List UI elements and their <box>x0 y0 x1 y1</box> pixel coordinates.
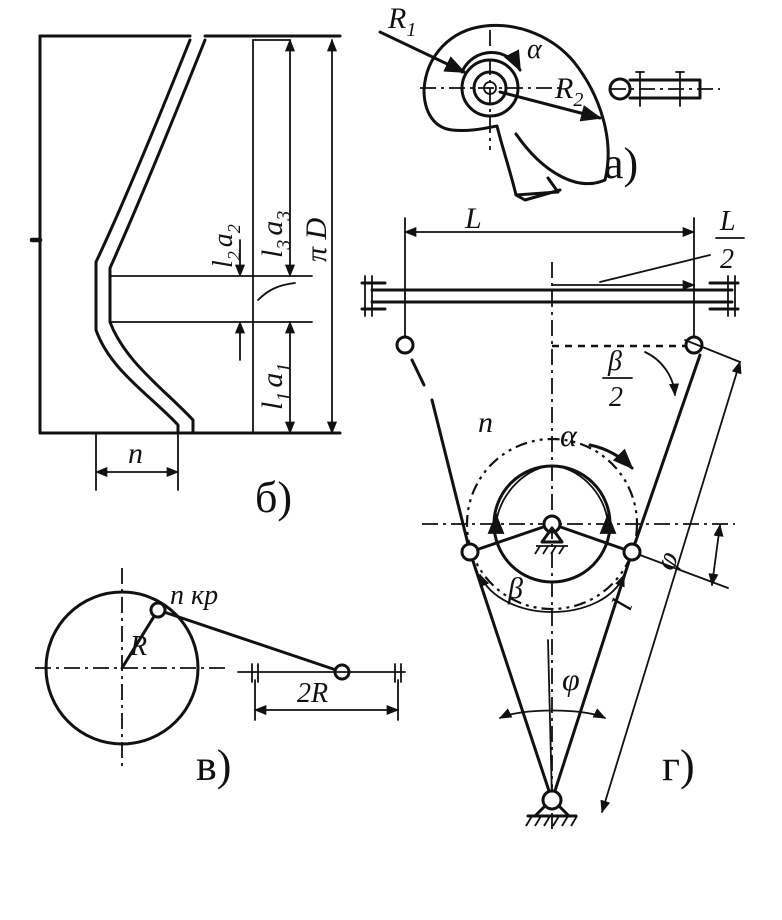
rocker-base-pivot <box>541 789 563 811</box>
label-r1: R1 <box>387 2 416 41</box>
panel-b-development: l3a3 π D l2a2 l1a1 n б) <box>29 34 342 522</box>
panel-a-cam: R1 α R2 а) <box>378 2 720 202</box>
slider-pivot-right <box>684 335 704 355</box>
crank-pin <box>149 601 167 619</box>
cam-center <box>542 514 562 534</box>
cam-profile <box>422 23 610 197</box>
connecting-rod <box>156 608 344 674</box>
rocker-roller-right <box>622 542 642 562</box>
caption-b: б) <box>255 473 292 522</box>
rocker-roller-left <box>460 542 480 562</box>
label-r2: R2 <box>554 72 583 111</box>
label-l2a2: l2a2 <box>208 224 244 268</box>
label-l1a1: l1a1 <box>256 363 295 410</box>
label-l3a3: l3a3 <box>256 211 295 258</box>
slider-pivot-left <box>395 335 415 355</box>
label-piD: π D <box>300 217 333 262</box>
label-L2-den: 2 <box>720 244 734 275</box>
label-L2-num: L <box>719 206 736 237</box>
label-beta2-num: β <box>607 346 622 377</box>
panel-g-rocker: L L 2 β 2 n α β φ l φ г) <box>360 202 745 830</box>
label-beta-g: β <box>507 572 523 605</box>
label-nkr: n кр <box>170 580 218 611</box>
label-n-b: n <box>128 437 143 470</box>
label-phi-side: φ <box>648 546 685 575</box>
label-phi-bottom: φ <box>562 661 580 697</box>
label-alpha-g: α <box>560 417 578 453</box>
caption-g: г) <box>662 741 695 790</box>
label-R: R <box>129 631 147 662</box>
label-n-g: n <box>478 406 493 439</box>
panel-v-crank: n кр R 2R в) <box>35 568 406 790</box>
label-l-g: l <box>606 595 640 614</box>
label-beta2-den: 2 <box>609 382 623 413</box>
caption-v: в) <box>196 741 231 790</box>
label-2R: 2R <box>297 678 328 709</box>
caption-a: а) <box>604 139 638 188</box>
label-alpha-a: α <box>527 34 543 65</box>
cam-groove <box>94 38 192 435</box>
label-L: L <box>464 202 482 235</box>
